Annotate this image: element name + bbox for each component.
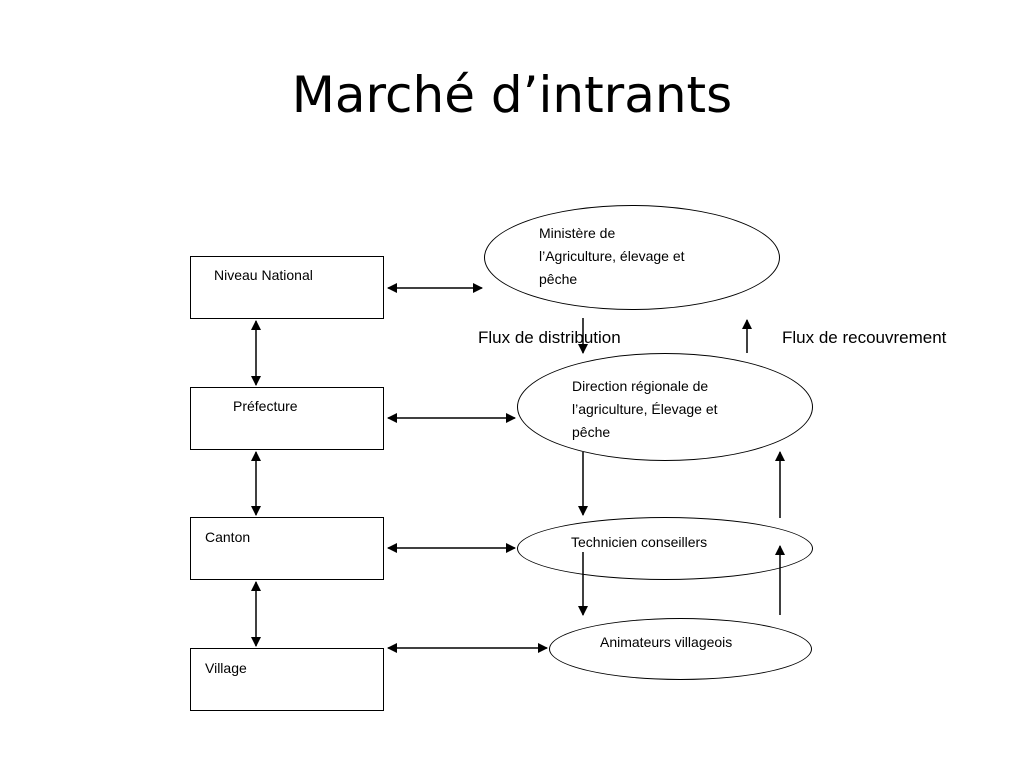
level-label-prefecture: Préfecture xyxy=(233,398,298,414)
level-label-national: Niveau National xyxy=(214,267,313,283)
level-box-village: Village xyxy=(190,648,384,711)
slide-title: Marché d’intrants xyxy=(291,66,733,124)
actor-label-animateurs: Animateurs villageois xyxy=(600,634,733,650)
flow-label-distribution: Flux de distribution xyxy=(478,328,621,347)
level-box-canton: Canton xyxy=(190,517,384,580)
flow-label-recouvrement: Flux de recouvrement xyxy=(782,328,947,347)
actor-label-direction-regionale: Direction régionale de l’agriculture, Él… xyxy=(572,378,718,440)
actor-ellipse-ministere: Ministère de l’Agriculture, élevage et p… xyxy=(484,205,780,310)
actor-ellipse-technicien: Technicien conseillers xyxy=(517,517,813,580)
actor-label-ministere: Ministère de l’Agriculture, élevage et p… xyxy=(539,225,685,287)
level-label-canton: Canton xyxy=(205,529,251,545)
actor-ellipse-direction-regionale: Direction régionale de l’agriculture, Él… xyxy=(517,353,813,461)
level-box-national: Niveau National xyxy=(190,256,384,319)
actor-ellipse-animateurs: Animateurs villageois xyxy=(549,618,812,680)
actor-label-technicien: Technicien conseillers xyxy=(571,534,708,550)
level-label-village: Village xyxy=(205,660,247,676)
level-box-prefecture: Préfecture xyxy=(190,387,384,450)
